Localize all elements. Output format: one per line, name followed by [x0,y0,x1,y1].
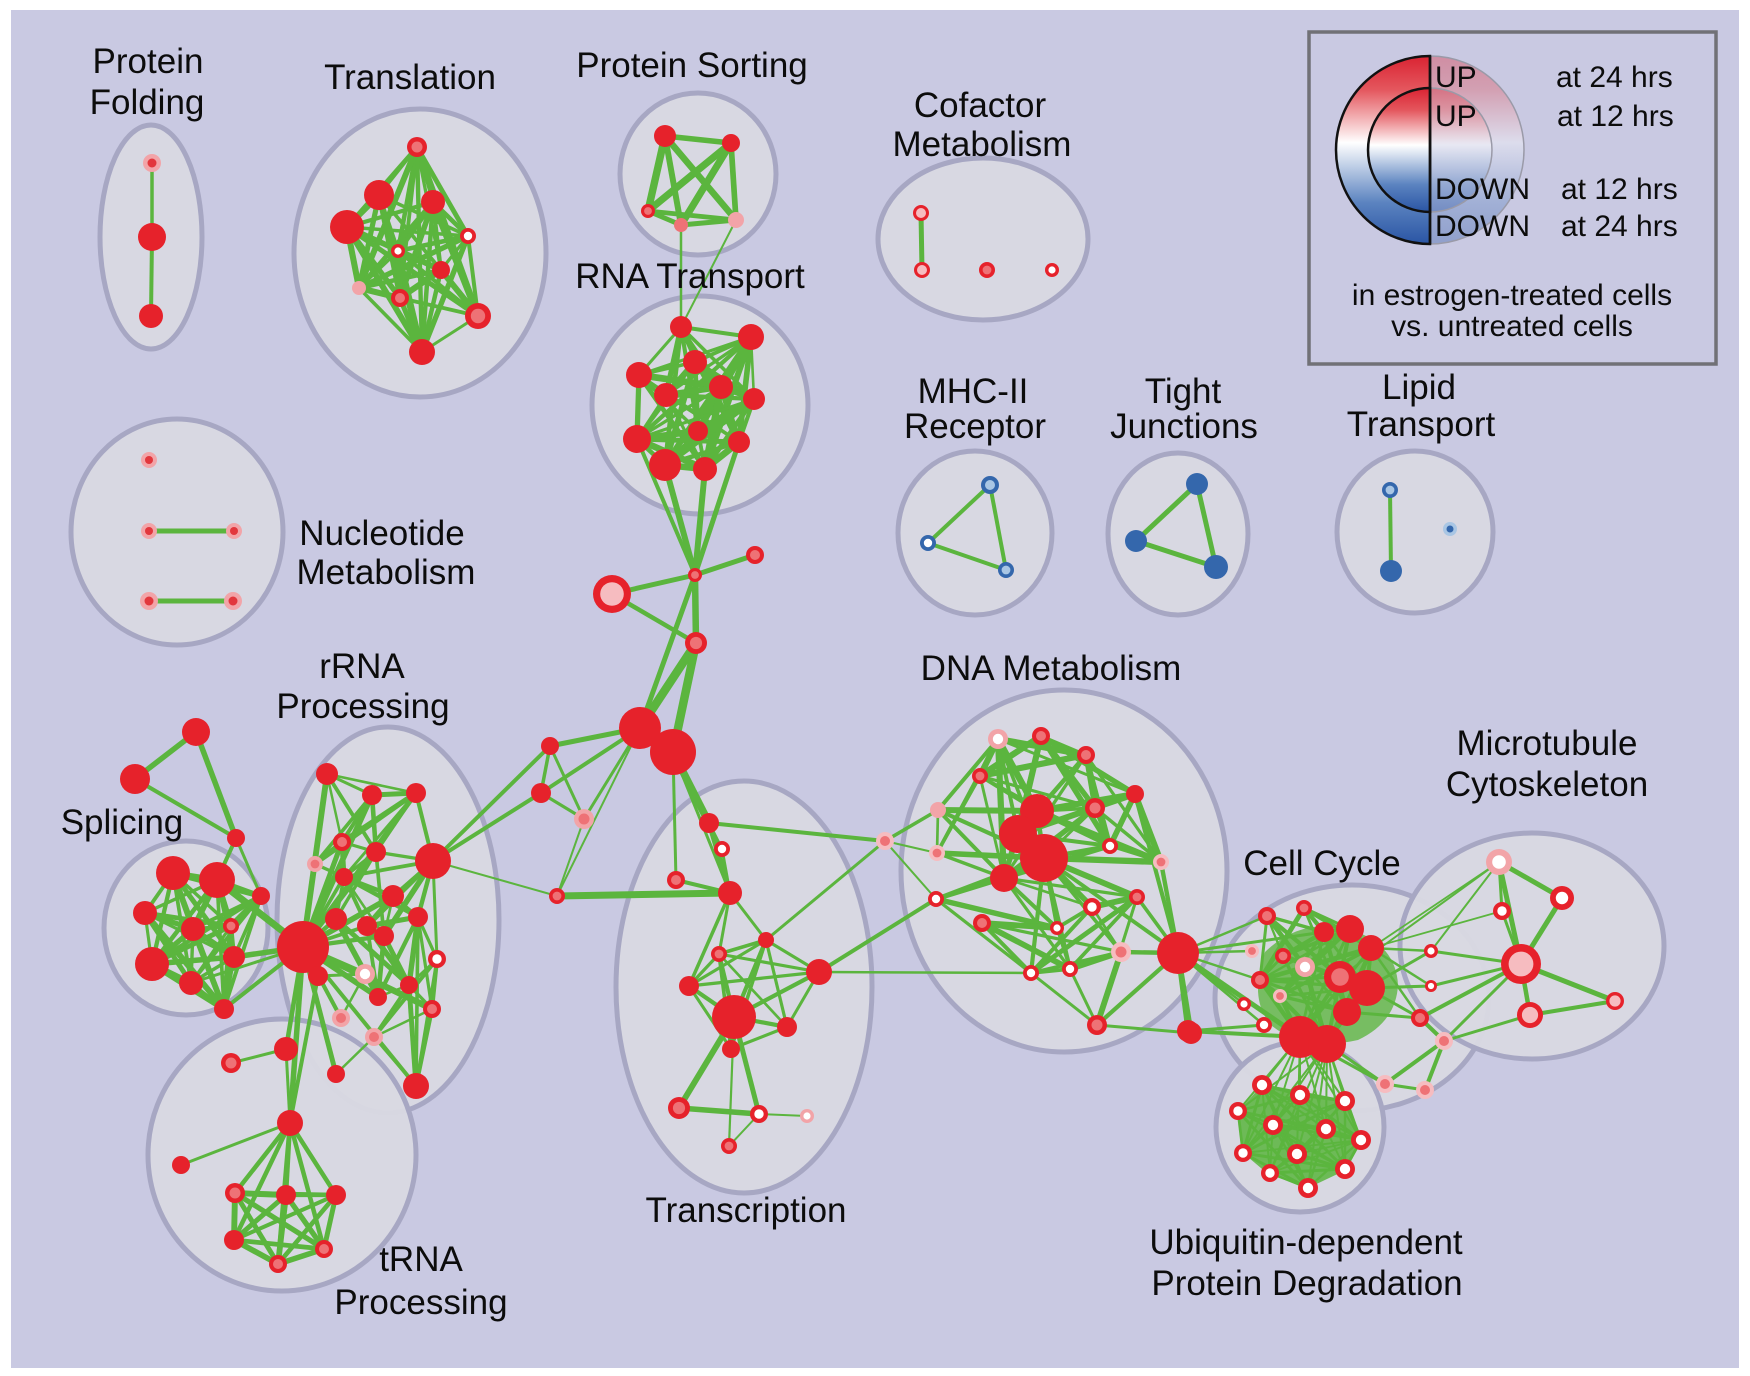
svg-text:Protein Sorting: Protein Sorting [576,46,808,85]
svg-text:MHC-II: MHC-II [918,372,1029,411]
svg-text:Cell Cycle: Cell Cycle [1243,844,1401,883]
svg-text:Transcription: Transcription [646,1191,847,1230]
svg-text:DOWN: DOWN [1435,173,1530,206]
svg-text:in estrogen-treated cells: in estrogen-treated cells [1352,279,1672,312]
svg-text:Metabolism: Metabolism [297,553,476,592]
svg-text:Translation: Translation [324,58,496,97]
svg-text:Lipid: Lipid [1382,368,1456,407]
svg-text:Splicing: Splicing [61,803,184,842]
svg-text:tRNA: tRNA [379,1240,463,1279]
svg-text:Cytoskeleton: Cytoskeleton [1446,765,1648,804]
svg-text:UP: UP [1435,100,1477,133]
svg-text:at 12 hrs: at 12 hrs [1557,100,1674,133]
svg-text:Protein Degradation: Protein Degradation [1151,1264,1462,1303]
svg-text:Protein: Protein [93,42,204,81]
svg-text:Processing: Processing [276,687,449,726]
svg-text:at 12 hrs: at 12 hrs [1561,173,1678,206]
svg-text:Transport: Transport [1347,405,1496,444]
svg-text:Metabolism: Metabolism [893,125,1072,164]
svg-text:UP: UP [1435,61,1477,94]
svg-text:DNA Metabolism: DNA Metabolism [921,649,1182,688]
svg-text:Receptor: Receptor [904,407,1046,446]
svg-text:Tight: Tight [1145,372,1222,411]
svg-text:at 24 hrs: at 24 hrs [1556,61,1673,94]
svg-text:Processing: Processing [334,1283,507,1322]
svg-text:Cofactor: Cofactor [914,86,1047,125]
svg-text:vs. untreated cells: vs. untreated cells [1391,310,1633,343]
svg-text:Ubiquitin-dependent: Ubiquitin-dependent [1149,1223,1463,1262]
svg-text:Junctions: Junctions [1110,407,1258,446]
svg-text:at 24 hrs: at 24 hrs [1561,210,1678,243]
svg-text:Microtubule: Microtubule [1457,724,1638,763]
svg-text:Nucleotide: Nucleotide [299,514,464,553]
svg-text:DOWN: DOWN [1435,210,1530,243]
svg-text:RNA Transport: RNA Transport [575,257,805,296]
svg-text:rRNA: rRNA [319,647,405,686]
svg-text:Folding: Folding [90,83,205,122]
